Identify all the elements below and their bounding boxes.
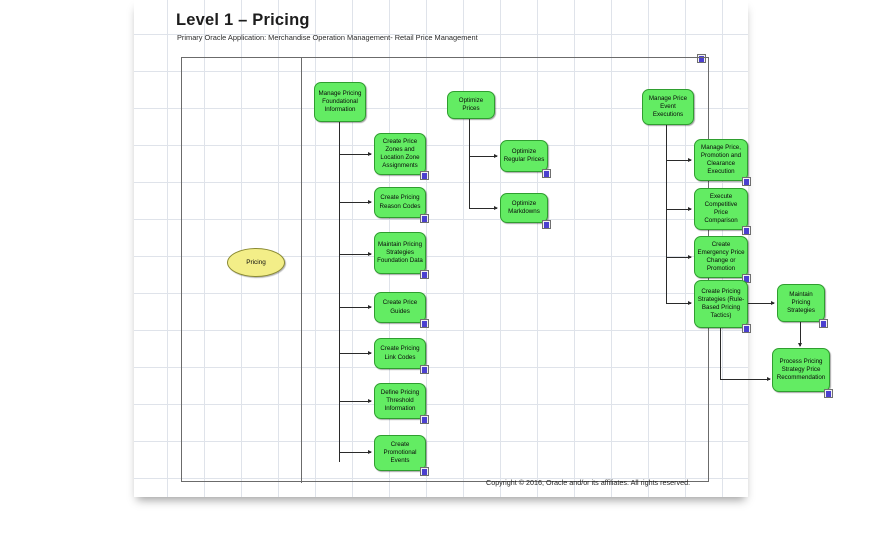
node-process-pricing-strategy-price-recommendation[interactable]: Process Pricing Strategy Price Recommend…: [772, 348, 830, 392]
connector-branch: [339, 202, 371, 204]
drill-down-icon[interactable]: [542, 220, 551, 229]
node-label: Create Price Guides: [382, 299, 418, 315]
drill-down-icon[interactable]: [742, 324, 751, 333]
node-create-pricing-strategies-rule-based-pricing-tactics[interactable]: Create Pricing Strategies (Rule-Based Pr…: [694, 280, 748, 328]
node-create-pricing-link-codes[interactable]: Create Pricing Link Codes: [374, 338, 426, 369]
swimlane-divider: [301, 58, 302, 483]
connector-arrowhead: [688, 300, 692, 305]
connector-arrowhead: [771, 300, 775, 305]
connector-branch: [339, 307, 371, 309]
connector-arrowhead: [797, 343, 802, 347]
page-subtitle: Primary Oracle Application: Merchandise …: [177, 33, 478, 42]
drill-down-icon[interactable]: [542, 169, 551, 178]
node-manage-price-event-executions[interactable]: Manage Price Event Executions: [642, 89, 694, 125]
node-label: Create Pricing Strategies (Rule-Based Pr…: [697, 287, 745, 320]
node-label: Create Emergency Price Change or Promoti…: [697, 240, 745, 273]
start-node-pricing[interactable]: Pricing: [227, 248, 285, 277]
node-label: Manage Price, Promotion and Clearance Ex…: [700, 143, 742, 176]
connector-branch: [666, 209, 691, 211]
connector-branch: [339, 401, 371, 403]
diagram-frame: Pricing Manage Pricing Foundational Info…: [181, 57, 833, 483]
connector-branch: [469, 156, 497, 158]
drill-down-icon[interactable]: [824, 389, 833, 398]
connector-arrowhead: [368, 251, 372, 256]
start-node-label: Pricing: [246, 259, 266, 266]
page-title: Level 1 – Pricing: [176, 11, 310, 29]
node-label: Create Pricing Link Codes: [380, 345, 420, 361]
diagram-sheet: Level 1 – Pricing Primary Oracle Applica…: [134, 0, 833, 497]
node-manage-pricing-foundational-information[interactable]: Manage Pricing Foundational Information: [314, 82, 366, 122]
connector-branch: [339, 254, 371, 256]
connector-trunk-foundational: [339, 122, 341, 462]
node-define-pricing-threshold-information[interactable]: Define Pricing Threshold Information: [374, 383, 426, 419]
node-label: Create Promotional Events: [383, 440, 417, 465]
node-create-emergency-price-change-or-promotion[interactable]: Create Emergency Price Change or Promoti…: [694, 236, 748, 278]
node-label: Manage Price Event Executions: [648, 94, 688, 119]
connector-strategy-right: [748, 303, 774, 305]
connector-arrowhead: [767, 376, 771, 381]
copyright-footer: Copyright © 2016, Oracle and/or its affi…: [486, 478, 691, 487]
drill-down-icon[interactable]: [420, 415, 429, 424]
connector-strategy-down: [800, 322, 802, 346]
node-label: Maintain Pricing Strategies: [787, 290, 815, 315]
drill-down-icon[interactable]: [420, 365, 429, 374]
connector-branch: [666, 160, 691, 162]
connector-arrowhead: [368, 151, 372, 156]
node-label: Create Price Zones and Location Zone Ass…: [380, 137, 420, 170]
drill-down-icon[interactable]: [742, 226, 751, 235]
connector-arrowhead: [368, 304, 372, 309]
drill-down-icon[interactable]: [420, 171, 429, 180]
node-label: Execute Competitive Price Comparison: [704, 192, 738, 225]
drill-down-icon[interactable]: [420, 214, 429, 223]
node-create-promotional-events[interactable]: Create Promotional Events: [374, 435, 426, 471]
connector-arrowhead: [494, 205, 498, 210]
connector-arrowhead: [688, 254, 692, 259]
drill-down-icon[interactable]: [697, 54, 706, 63]
node-maintain-pricing-strategies[interactable]: Maintain Pricing Strategies: [777, 284, 825, 322]
connector-arrowhead: [368, 199, 372, 204]
connector-arrowhead: [688, 206, 692, 211]
node-label: Optimize Regular Prices: [503, 147, 545, 163]
node-label: Create Pricing Reason Codes: [379, 194, 421, 210]
node-maintain-pricing-strategies-foundation-data[interactable]: Maintain Pricing Strategies Foundation D…: [374, 232, 426, 274]
connector-trunk-optimize: [469, 119, 471, 209]
node-create-price-zones-and-location-zone-assignments[interactable]: Create Price Zones and Location Zone Ass…: [374, 133, 426, 175]
node-create-price-guides[interactable]: Create Price Guides: [374, 292, 426, 323]
node-label: Process Pricing Strategy Price Recommend…: [776, 357, 826, 382]
node-label: Optimize Markdowns: [508, 199, 540, 215]
drill-down-icon[interactable]: [742, 177, 751, 186]
drill-down-icon[interactable]: [819, 319, 828, 328]
node-label: Manage Pricing Foundational Information: [318, 89, 362, 114]
drill-down-icon[interactable]: [420, 319, 429, 328]
drill-down-icon[interactable]: [420, 467, 429, 476]
connector-branch: [339, 452, 371, 454]
connector-arrowhead: [368, 398, 372, 403]
node-label: Define Pricing Threshold Information: [380, 388, 420, 413]
connector-strategy-elbow-h: [720, 379, 770, 381]
connector-branch: [469, 208, 497, 210]
connector-strategy-elbow-v: [720, 328, 722, 380]
node-create-pricing-reason-codes[interactable]: Create Pricing Reason Codes: [374, 187, 426, 218]
node-label: Maintain Pricing Strategies Foundation D…: [377, 240, 423, 265]
connector-arrowhead: [688, 157, 692, 162]
connector-arrowhead: [368, 350, 372, 355]
connector-arrowhead: [368, 449, 372, 454]
node-manage-price-promotion-and-clearance-execution[interactable]: Manage Price, Promotion and Clearance Ex…: [694, 139, 748, 181]
connector-branch: [339, 154, 371, 156]
node-optimize-markdowns[interactable]: Optimize Markdowns: [500, 193, 548, 223]
drill-down-icon[interactable]: [420, 270, 429, 279]
connector-branch: [666, 257, 691, 259]
node-optimize-prices[interactable]: Optimize Prices: [447, 91, 495, 119]
connector-trunk-execution: [666, 125, 668, 303]
node-label: Optimize Prices: [458, 96, 484, 112]
connector-branch: [339, 353, 371, 355]
connector-arrowhead: [494, 153, 498, 158]
node-execute-competitive-price-comparison[interactable]: Execute Competitive Price Comparison: [694, 188, 748, 230]
connector-branch: [666, 303, 691, 305]
node-optimize-regular-prices[interactable]: Optimize Regular Prices: [500, 140, 548, 172]
